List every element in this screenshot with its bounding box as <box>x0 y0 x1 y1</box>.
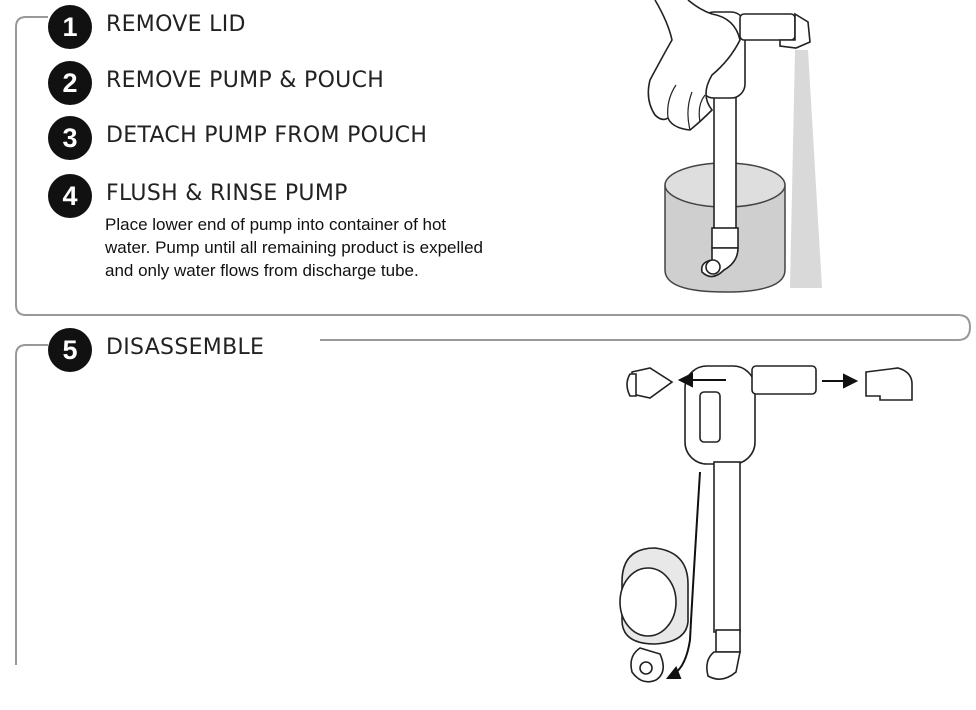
elbow-fitting-part <box>865 367 913 401</box>
step-2-title: REMOVE PUMP & POUCH <box>106 68 385 93</box>
section-5-border <box>15 344 48 665</box>
step-5-badge: 5 <box>48 328 92 372</box>
step-1-title: REMOVE LID <box>106 12 246 37</box>
pump-tube <box>700 94 739 278</box>
discharge-tube <box>751 365 817 395</box>
water-stream <box>790 50 822 288</box>
step-4-title: FLUSH & RINSE PUMP <box>106 181 348 206</box>
step-1-badge: 1 <box>48 5 92 49</box>
step-3-badge: 3 <box>48 116 92 160</box>
disassembly-arrows <box>665 372 859 679</box>
step-3-title: DETACH PUMP FROM POUCH <box>106 123 428 148</box>
step-4-badge: 4 <box>48 174 92 218</box>
step-2-badge: 2 <box>48 61 92 105</box>
valve-cap-part <box>631 367 674 399</box>
step-5-title: DISASSEMBLE <box>106 335 265 360</box>
step-4-instructions: Place lower end of pump into container o… <box>105 215 483 280</box>
suction-tube <box>713 461 741 633</box>
section-1-4-border <box>15 16 972 341</box>
